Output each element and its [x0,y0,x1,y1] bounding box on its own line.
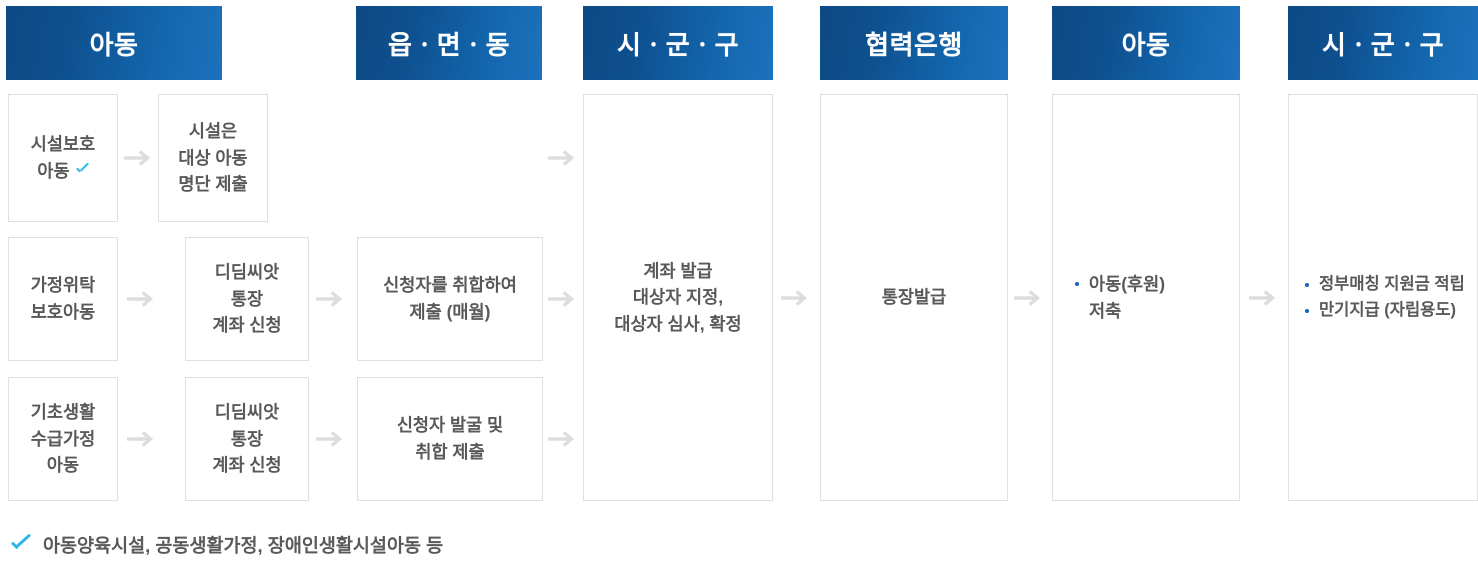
box-line: 신청자를 취합하여 [383,275,517,296]
box-line: 시설보호 [30,134,96,155]
box-line: 시설은 [188,121,238,142]
box-discover-and-submit-applicants: 신청자 발굴 및 취합 제출 [357,377,543,501]
column-header-partner-bank: 협력은행 [820,6,1008,80]
box-line: 통장발급 [881,287,947,308]
footnote-text: 아동양육시설, 공동생활가정, 장애인생활시설아동 등 [43,535,444,556]
box-line: 대상자 지정, [632,287,724,308]
column-header-si-gun-gu-2: 시ㆍ군ㆍ구 [1288,6,1478,80]
box-line: 명단 제출 [178,174,248,195]
column-header-label: 협력은행 [865,29,963,60]
column-header-child-1: 아동 [6,6,222,80]
flow-arrow-icon [124,149,154,167]
flow-arrow-icon [781,289,811,307]
box-line: 통장 [230,428,264,449]
flow-arrow-icon [316,430,346,448]
box-line: 계좌 신청 [212,315,282,336]
check-icon [10,536,32,554]
flow-arrow-icon [1249,289,1279,307]
column-header-label: 시ㆍ군ㆍ구 [1321,29,1445,60]
box-account-issue-and-screening: 계좌 발급 대상자 지정, 대상자 심사, 확정 [583,94,773,501]
flow-arrow-icon [1014,289,1044,307]
box-line: 가정위탁 [30,275,96,296]
flow-arrow-icon [316,290,346,308]
box-government-matching-and-payout: 정부매칭 지원금 적립 만기지급 (자립용도) [1288,94,1478,501]
box-line-text: 아동 [37,161,70,181]
check-icon [75,164,89,178]
column-header-child-2: 아동 [1052,6,1240,80]
box-line: 계좌 발급 [643,260,713,281]
flow-arrow-icon [548,149,578,167]
box-foster-care-child: 가정위탁 보호아동 [8,237,118,361]
column-header-eup-myeon-dong: 읍ㆍ면ㆍ동 [356,6,542,80]
column-header-label: 시ㆍ군ㆍ구 [616,29,740,60]
box-line-with-check: 아동 [15,158,111,185]
box-line: 저축 [1089,300,1122,321]
box-line: 디딤씨앗 [214,402,280,423]
box-line: 기초생활 [30,402,96,423]
box-line: 보호아동 [30,302,96,322]
box-didimssiat-account-request-1: 디딤씨앗 통장 계좌 신청 [185,237,309,361]
box-child-sponsored-savings: 아동(후원) 저축 [1052,94,1240,501]
box-line: 디딤씨앗 [214,262,280,283]
box-line: 제출 (매월) [409,302,491,322]
box-facility-protected-child: 시설보호 아동 [8,94,118,222]
flow-arrow-icon [127,290,157,308]
flow-arrow-icon [548,430,578,448]
column-header-label: 읍ㆍ면ㆍ동 [387,29,511,60]
box-line: 대상 아동 [178,147,248,168]
box-line: 만기지급 (자립용도) [1305,298,1471,323]
box-facility-submits-child-list: 시설은 대상 아동 명단 제출 [158,94,268,222]
box-bankbook-issue: 통장발급 [820,94,1008,501]
box-basic-livelihood-household-child: 기초생활 수급가정 아동 [8,377,118,501]
column-header-label: 아동 [89,29,139,60]
box-line: 취합 제출 [415,442,485,462]
box-line: 정부매칭 지원금 적립 [1305,272,1471,297]
box-line: 수급가정 [30,428,96,449]
box-line: 대상자 심사, 확정 [614,313,742,334]
box-didimssiat-account-request-2: 디딤씨앗 통장 계좌 신청 [185,377,309,501]
box-collect-applicants-monthly: 신청자를 취합하여 제출 (매월) [357,237,543,361]
box-line: 계좌 신청 [212,455,282,476]
column-header-si-gun-gu-1: 시ㆍ군ㆍ구 [583,6,773,80]
box-line: 신청자 발굴 및 [396,415,504,436]
column-header-label: 아동 [1121,29,1171,60]
box-line: 통장 [230,288,264,309]
flow-arrow-icon [548,290,578,308]
box-line: 아동 [46,455,80,476]
flow-arrow-icon [127,430,157,448]
box-line: 아동(후원) [1075,271,1233,298]
footnote: 아동양육시설, 공동생활가정, 장애인생활시설아동 등 [10,532,443,558]
